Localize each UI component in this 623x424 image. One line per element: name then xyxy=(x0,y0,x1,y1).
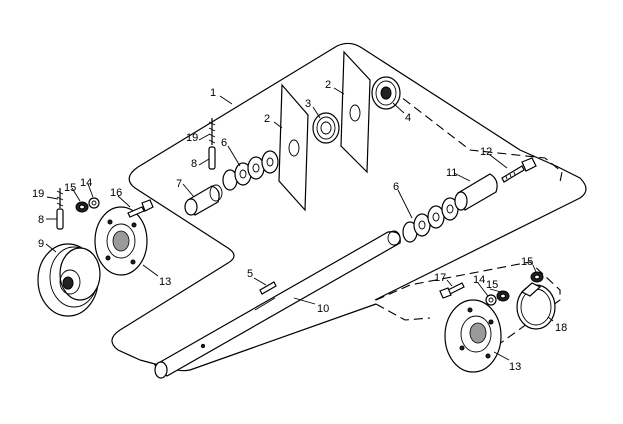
callout-11: 11 xyxy=(446,167,457,179)
callout-9: 9 xyxy=(38,238,44,250)
bolt-upper xyxy=(501,157,537,183)
pulley xyxy=(37,243,101,317)
callout-6: 6 xyxy=(393,181,399,193)
callout-8: 8 xyxy=(38,214,44,226)
hub xyxy=(312,112,340,144)
nut-clamp xyxy=(530,271,544,283)
callout-10: 10 xyxy=(317,303,329,315)
roll-pin-upper xyxy=(208,146,216,170)
callout-2: 2 xyxy=(325,79,331,91)
callout-14: 14 xyxy=(80,177,92,189)
callout-15: 15 xyxy=(521,256,533,268)
assembly-outline-right-dashed xyxy=(391,89,563,183)
callout-12: 12 xyxy=(480,146,492,158)
roll-pin-left xyxy=(56,208,64,230)
plate-left xyxy=(278,83,309,212)
flange-bearing-left xyxy=(94,206,148,276)
callout-labels: 1 2 2 3 4 5 6 6 7 8 8 9 10 11 12 13 13 1… xyxy=(32,79,567,373)
key xyxy=(259,281,277,295)
callout-13: 13 xyxy=(509,361,521,373)
callout-8: 8 xyxy=(191,158,197,170)
clamp-band xyxy=(516,282,556,330)
spacer-tube xyxy=(454,173,498,211)
callout-3: 3 xyxy=(305,98,311,110)
callout-1: 1 xyxy=(210,87,216,99)
callout-14: 14 xyxy=(473,274,485,286)
spring-pin-upper xyxy=(208,118,216,145)
bushing xyxy=(184,184,223,216)
nut-left xyxy=(75,201,89,213)
lock-washer-left xyxy=(88,197,100,209)
callout-19: 19 xyxy=(186,132,198,144)
callout-2: 2 xyxy=(264,113,270,125)
callout-6: 6 xyxy=(221,137,227,149)
plate-right xyxy=(340,50,371,174)
washer-stack-lower xyxy=(402,197,459,243)
assembly-outline-upper xyxy=(137,42,587,301)
shaft xyxy=(153,230,401,379)
callout-13: 13 xyxy=(159,276,171,288)
bolt-right xyxy=(439,282,465,299)
callout-19: 19 xyxy=(32,188,44,200)
callout-15: 15 xyxy=(486,279,498,291)
assembly-outline-left xyxy=(111,166,235,361)
callout-5: 5 xyxy=(247,268,253,280)
bolt-left xyxy=(127,199,154,218)
callout-7: 7 xyxy=(176,178,182,190)
washer-stack-upper xyxy=(222,150,279,191)
nut-right xyxy=(496,290,510,302)
flange-bearing-right xyxy=(444,299,502,373)
bearing-upper xyxy=(371,76,401,110)
leader-lines xyxy=(45,87,554,361)
lock-washer-right xyxy=(485,294,497,306)
callout-15: 15 xyxy=(64,182,76,194)
spring-pin-left xyxy=(56,188,64,208)
callout-4: 4 xyxy=(405,112,411,124)
callout-17: 17 xyxy=(434,272,446,284)
hub-outline-right-dashed xyxy=(375,303,431,321)
callout-16: 16 xyxy=(110,187,122,199)
callout-18: 18 xyxy=(555,322,567,334)
